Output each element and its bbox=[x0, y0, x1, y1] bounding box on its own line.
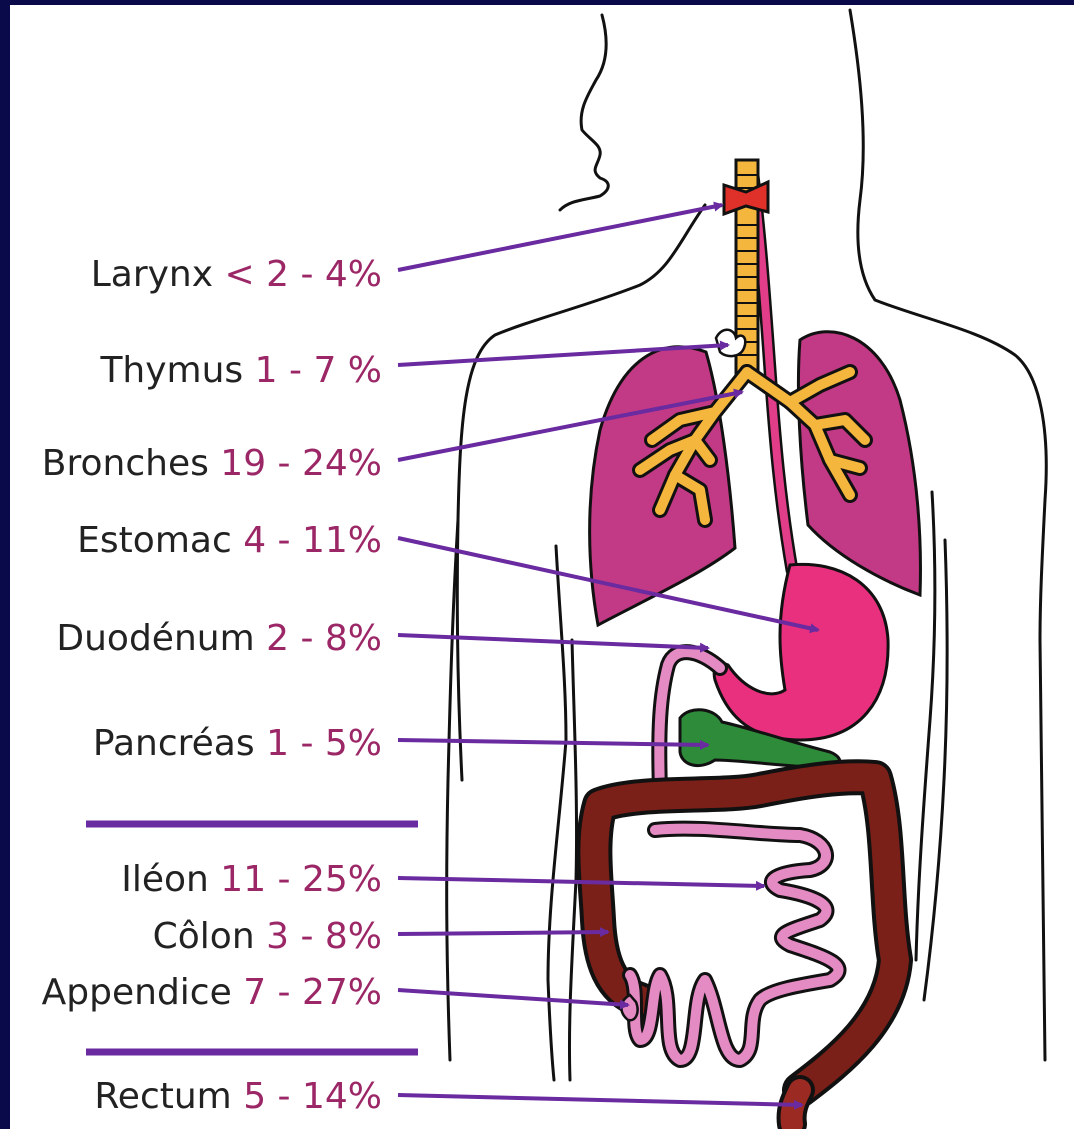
stomach-organ bbox=[714, 564, 888, 740]
arrow-rectum bbox=[398, 1095, 802, 1105]
label-stomach: Estomac 4 - 11% bbox=[77, 520, 382, 561]
label-rectum: Rectum 5 - 14% bbox=[94, 1076, 382, 1117]
arrow-larynx bbox=[398, 205, 722, 270]
label-pancreas: Pancréas 1 - 5% bbox=[93, 723, 382, 764]
label-ileum: Iléon 11 - 25% bbox=[121, 859, 382, 900]
labels: Larynx < 2 - 4% Thymus 1 - 7 % Bronches … bbox=[42, 254, 382, 1117]
label-larynx: Larynx < 2 - 4% bbox=[91, 254, 382, 295]
label-duodenum: Duodénum 2 - 8% bbox=[56, 618, 382, 659]
arrow-duodenum bbox=[398, 635, 708, 648]
label-appendix: Appendice 7 - 27% bbox=[42, 972, 382, 1013]
label-thymus: Thymus 1 - 7 % bbox=[99, 350, 382, 391]
label-bronchi: Bronches 19 - 24% bbox=[42, 443, 382, 484]
arrow-appendix bbox=[398, 990, 628, 1005]
small-intestine bbox=[630, 829, 839, 1060]
label-colon: Côlon 3 - 8% bbox=[153, 916, 382, 957]
arrow-colon bbox=[398, 932, 608, 934]
